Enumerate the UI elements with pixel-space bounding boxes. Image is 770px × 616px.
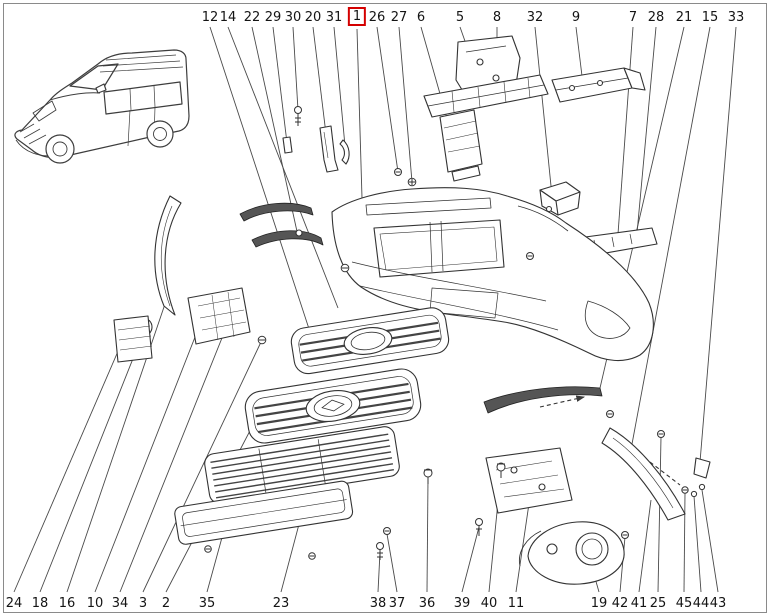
radiator-grille-upper xyxy=(290,307,450,375)
callout-1-selected[interactable]: 1 xyxy=(347,7,367,26)
right-side-parts xyxy=(483,386,711,585)
page-frame xyxy=(3,3,767,613)
callout-37[interactable]: 37 xyxy=(388,596,406,611)
callout-38[interactable]: 38 xyxy=(369,596,387,611)
callout-42[interactable]: 42 xyxy=(611,596,629,611)
callout-2[interactable]: 2 xyxy=(161,596,171,611)
callout-24[interactable]: 24 xyxy=(5,596,23,611)
callout-19[interactable]: 19 xyxy=(590,596,608,611)
callout-8[interactable]: 8 xyxy=(492,10,502,25)
bumper-reinforcement-parts xyxy=(423,35,658,258)
lower-deflector xyxy=(174,480,354,545)
bumper-cover xyxy=(331,187,654,361)
callout-40[interactable]: 40 xyxy=(480,596,498,611)
callout-16[interactable]: 16 xyxy=(58,596,76,611)
radiator-grille-main xyxy=(244,368,422,444)
fasteners xyxy=(204,106,706,560)
callout-27[interactable]: 27 xyxy=(390,10,408,25)
callout-33[interactable]: 33 xyxy=(727,10,745,25)
leader-lines xyxy=(13,26,737,593)
callout-9[interactable]: 9 xyxy=(571,10,581,25)
callout-12[interactable]: 12 xyxy=(201,10,219,25)
callout-10[interactable]: 10 xyxy=(86,596,104,611)
callout-7[interactable]: 7 xyxy=(628,10,638,25)
callout-15[interactable]: 15 xyxy=(701,10,719,25)
callout-45[interactable]: 45 xyxy=(675,596,693,611)
callout-20[interactable]: 20 xyxy=(304,10,322,25)
callout-36[interactable]: 36 xyxy=(418,596,436,611)
callout-25[interactable]: 25 xyxy=(649,596,667,611)
callout-18[interactable]: 18 xyxy=(31,596,49,611)
callout-41[interactable]: 41 xyxy=(630,596,648,611)
callout-11[interactable]: 11 xyxy=(507,596,525,611)
callout-39[interactable]: 39 xyxy=(453,596,471,611)
callout-23[interactable]: 23 xyxy=(272,596,290,611)
callout-35[interactable]: 35 xyxy=(198,596,216,611)
callout-28[interactable]: 28 xyxy=(647,10,665,25)
callout-21[interactable]: 21 xyxy=(675,10,693,25)
callout-43[interactable]: 43 xyxy=(709,596,727,611)
callout-30[interactable]: 30 xyxy=(284,10,302,25)
callout-32[interactable]: 32 xyxy=(526,10,544,25)
callout-5[interactable]: 5 xyxy=(455,10,465,25)
callout-34[interactable]: 34 xyxy=(111,596,129,611)
callout-6[interactable]: 6 xyxy=(416,10,426,25)
callout-26[interactable]: 26 xyxy=(368,10,386,25)
callout-14[interactable]: 14 xyxy=(219,10,237,25)
callout-3[interactable]: 3 xyxy=(138,596,148,611)
callout-22[interactable]: 22 xyxy=(243,10,261,25)
callout-29[interactable]: 29 xyxy=(264,10,282,25)
callout-44[interactable]: 44 xyxy=(692,596,710,611)
left-side-trim-parts xyxy=(113,125,350,363)
callout-31[interactable]: 31 xyxy=(325,10,343,25)
vehicle-thumbnail xyxy=(14,49,190,164)
